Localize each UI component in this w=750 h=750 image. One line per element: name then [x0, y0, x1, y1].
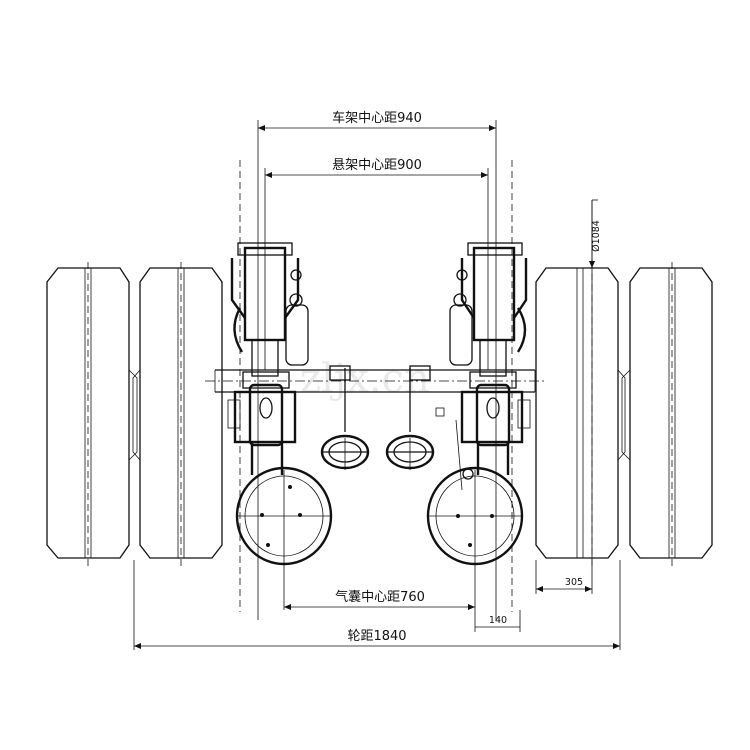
track-label: 轮距1840 [347, 629, 406, 644]
left-axle-seat [227, 371, 297, 447]
left-airbag-column [250, 442, 284, 475]
dim-tire-diameter: Ø1084 [589, 200, 602, 268]
right-airbag-column [476, 442, 510, 475]
right-hanger [449, 242, 528, 377]
tire-diameter-label: Ø1084 [591, 220, 602, 252]
tire-right-outer [621, 262, 713, 566]
airbag-center-label: 气囊中心距760 [335, 589, 425, 605]
right-brake-chamber [385, 365, 435, 470]
dim-suspension-center: 悬架中心距900 [265, 158, 488, 178]
right-axle-seat [435, 371, 531, 491]
tire-width-label: 305 [565, 577, 583, 588]
suspension-center-label: 悬架中心距900 [332, 158, 422, 173]
watermark: zljx.cn [300, 356, 430, 402]
offset-label: 140 [489, 615, 507, 626]
dim-track: 轮距1840 [134, 629, 620, 649]
dim-frame-center: 车架中心距940 [258, 110, 496, 131]
left-brake-chamber [320, 365, 370, 470]
dim-airbag-center: 气囊中心距760 [284, 589, 475, 610]
dim-offset: 140 [475, 610, 521, 632]
left-hanger [230, 242, 309, 377]
tire-left-outer [46, 262, 138, 566]
extension-lines [133, 120, 621, 650]
tire-left-inner [132, 262, 223, 566]
frame-center-label: 车架中心距940 [332, 110, 422, 126]
dim-tire-width: 305 [536, 577, 592, 592]
tire-right-inner [535, 262, 626, 566]
